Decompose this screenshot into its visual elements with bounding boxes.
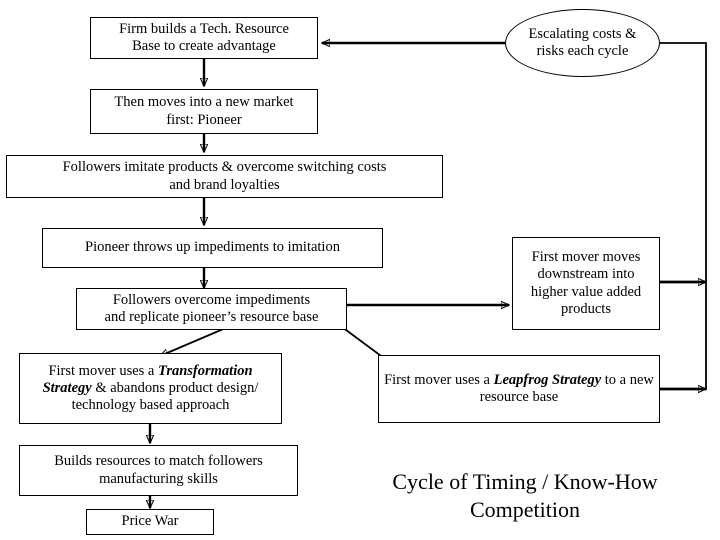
node-leapfrog-strategy[interactable]: First mover uses a Leapfrog Strategy to … (378, 355, 660, 423)
diagram-title-line1: Cycle of Timing / Know-How (392, 469, 658, 494)
node-new-market[interactable]: Then moves into a new market first: Pion… (90, 89, 318, 134)
node-price-war-line1: Price War (121, 513, 179, 530)
node-downstream-line4: products (561, 300, 611, 317)
node-followers-overcome[interactable]: Followers overcome impediments and repli… (76, 288, 347, 330)
node-new-market-line2: first: Pioneer (166, 111, 242, 128)
node-transformation-emphasis: Transformation Strategy (42, 362, 253, 396)
node-escalating-line2: risks each cycle (536, 43, 629, 59)
node-downstream-line2: downstream into (537, 266, 635, 283)
diagram-title-line2: Competition (470, 496, 580, 522)
node-escalating-costs[interactable]: Escalating costs & risks each cycle (505, 9, 660, 77)
node-impediments[interactable]: Pioneer throws up impediments to imitati… (42, 228, 383, 268)
node-escalating-line1: Escalating costs & (528, 25, 637, 42)
node-followers-imitate[interactable]: Followers imitate products & overcome sw… (6, 155, 443, 198)
node-tech-base-line1: Firm builds a Tech. Resource (119, 20, 289, 37)
node-followers-overcome-line2: and replicate pioneer’s resource base (104, 309, 319, 325)
connector-followersovercome-to-transformation (160, 326, 229, 357)
node-followers-imitate-line1: Followers imitate products & overcome sw… (62, 159, 387, 176)
node-builds-resources[interactable]: Builds resources to match followers manu… (19, 445, 298, 496)
node-leapfrog-part2: to a new resource base (479, 371, 654, 405)
node-transformation-strategy[interactable]: First mover uses a Transformation Strate… (19, 353, 282, 424)
node-price-war[interactable]: Price War (86, 509, 214, 535)
node-transformation-part1: First mover uses a (48, 362, 158, 379)
node-builds-resources-line2: manufacturing skills (99, 470, 218, 487)
connector-rail-to-escalating (659, 42, 707, 390)
node-downstream-line3: higher value added (530, 283, 642, 300)
diagram-title: Cycle of Timing / Know-How Competition (346, 468, 704, 523)
node-impediments-line1: Pioneer throws up impediments to imitati… (85, 239, 340, 256)
node-downstream[interactable]: First mover moves downstream into higher… (512, 237, 660, 330)
node-followers-imitate-line2: and brand loyalties (169, 176, 280, 193)
node-followers-overcome-line1: Followers overcome impediments (112, 291, 311, 308)
node-downstream-line1: First mover moves (531, 249, 641, 266)
node-leapfrog-part1: First mover uses a (384, 371, 494, 388)
node-builds-resources-line1: Builds resources to match followers (54, 453, 263, 470)
node-new-market-line1: Then moves into a new market (114, 94, 294, 111)
node-tech-base[interactable]: Firm builds a Tech. Resource Base to cre… (90, 17, 318, 59)
node-transformation-part2: & abandons product design/ technology ba… (71, 379, 259, 414)
node-tech-base-line2: Base to create advantage (132, 38, 276, 54)
node-leapfrog-emphasis: Leapfrog Strategy (493, 371, 602, 388)
